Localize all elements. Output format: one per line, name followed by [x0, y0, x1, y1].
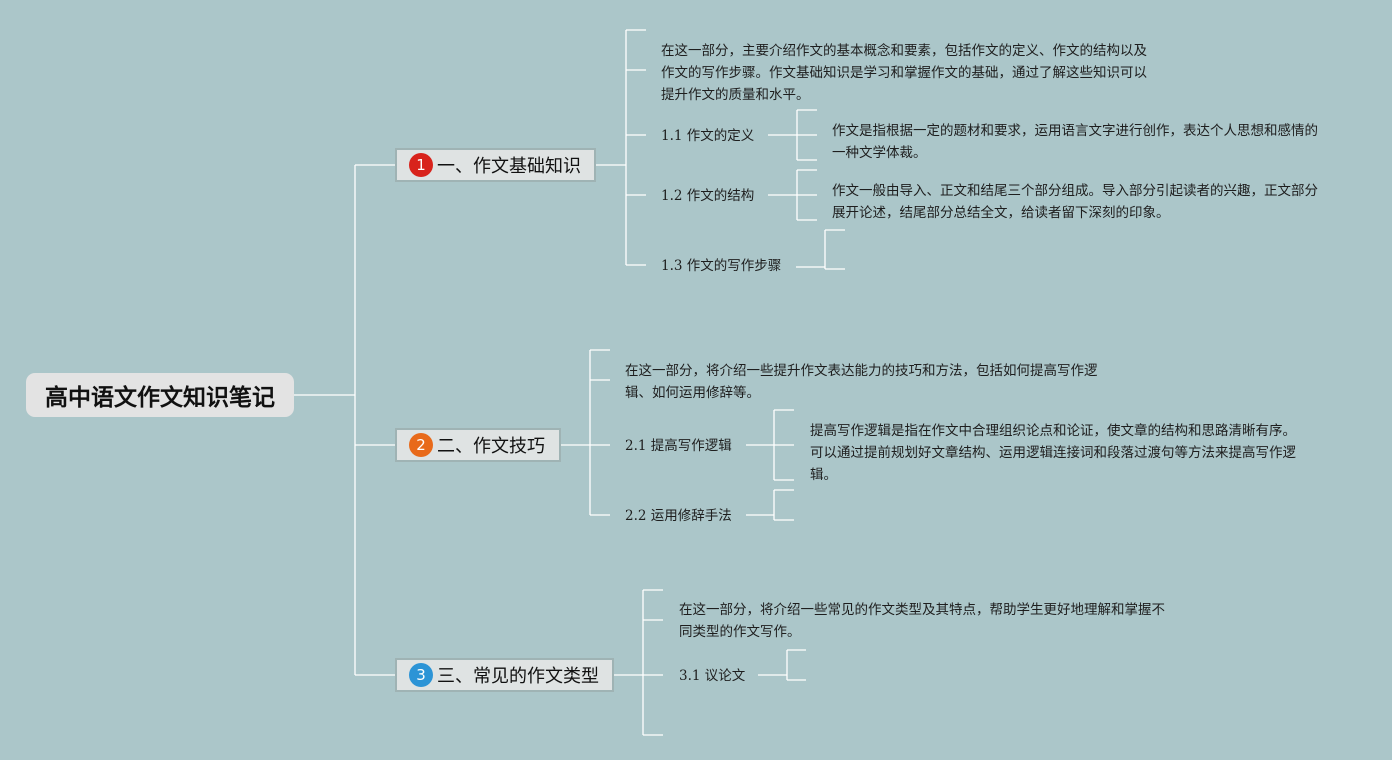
- subtopic-2-1-detail[interactable]: 提高写作逻辑是指在作文中合理组织论点和论证，使文章的结构和思路清晰有序。可以通过…: [810, 423, 1296, 483]
- branch-2-label: 二、作文技巧: [437, 436, 545, 457]
- branch-1-intro[interactable]: 在这一部分，主要介绍作文的基本概念和要素，包括作文的定义、作文的结构以及作文的写…: [661, 43, 1147, 103]
- branch-1-topic[interactable]: 1 一、作文基础知识: [395, 148, 596, 182]
- subtopic-2-1[interactable]: 2.1 提高写作逻辑: [625, 438, 732, 454]
- subtopic-2-2[interactable]: 2.2 运用修辞手法: [625, 508, 732, 524]
- subtopic-1-1-detail[interactable]: 作文是指根据一定的题材和要求，运用语言文字进行创作，表达个人思想和感情的一种文学…: [832, 123, 1318, 161]
- subtopic-1-2-detail[interactable]: 作文一般由导入、正文和结尾三个部分组成。导入部分引起读者的兴趣，正文部分展开论述…: [832, 183, 1318, 221]
- subtopic-1-1[interactable]: 1.1 作文的定义: [661, 128, 755, 144]
- number-badge-icon: 2: [409, 433, 433, 457]
- subtopic-1-3[interactable]: 1.3 作文的写作步骤: [661, 258, 782, 274]
- branch-3-topic[interactable]: 3 三、常见的作文类型: [395, 658, 614, 692]
- branch-3-intro[interactable]: 在这一部分，将介绍一些常见的作文类型及其特点，帮助学生更好地理解和掌握不同类型的…: [679, 602, 1165, 640]
- branch-3-label: 三、常见的作文类型: [437, 666, 599, 687]
- branch-1-label: 一、作文基础知识: [437, 156, 581, 177]
- branch-2-intro[interactable]: 在这一部分，将介绍一些提升作文表达能力的技巧和方法，包括如何提高写作逻辑、如何运…: [625, 363, 1098, 401]
- number-badge-icon: 3: [409, 663, 433, 687]
- number-badge-icon: 1: [409, 153, 433, 177]
- subtopic-1-2[interactable]: 1.2 作文的结构: [661, 188, 755, 204]
- subtopic-3-1[interactable]: 3.1 议论文: [679, 668, 746, 684]
- central-topic[interactable]: 高中语文作文知识笔记: [26, 373, 294, 417]
- branch-2-topic[interactable]: 2 二、作文技巧: [395, 428, 561, 462]
